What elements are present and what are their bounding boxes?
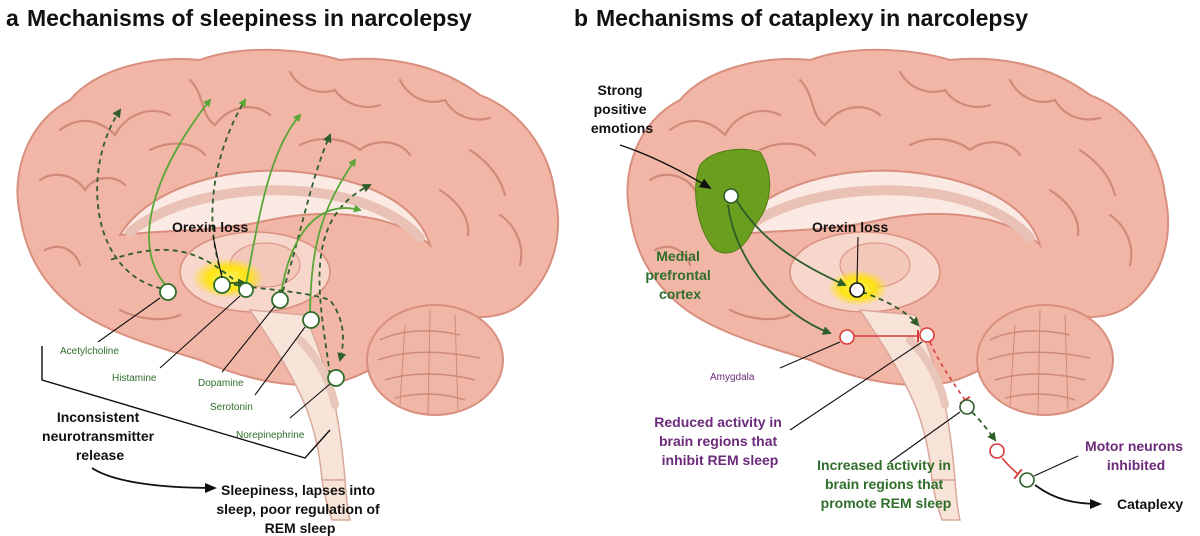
increased-activity-label: Increased activity in brain regions that… — [817, 457, 955, 511]
mpfc-label: Medial prefrontal cortex — [645, 248, 714, 302]
acetylcholine-label: Acetylcholine — [60, 346, 119, 357]
panel-b: b Mechanisms of cataplexy in narcolepsy — [574, 5, 1187, 520]
norepinephrine-nucleus — [327, 369, 345, 387]
release-arrow — [91, 467, 217, 493]
leader-lines-b — [779, 236, 1079, 477]
orexin-loss-label-b: Orexin loss — [812, 219, 888, 235]
orexin-nucleus-a — [213, 276, 231, 294]
circuit-arrows-b — [619, 144, 1102, 509]
nuclei-b — [723, 188, 1035, 488]
mpfc-node — [723, 188, 739, 204]
bracket-a — [41, 346, 331, 459]
emotion-label: Strong positive emotions — [591, 82, 653, 136]
outcome-label: Sleepiness, lapses into sleep, poor regu… — [216, 482, 383, 536]
projection-arrows-a — [96, 98, 372, 376]
serotonin-nucleus — [302, 311, 320, 329]
norepinephrine-label: Norepinephrine — [236, 430, 305, 441]
red-node-lower — [989, 443, 1005, 459]
nuclei-a — [159, 276, 345, 387]
amygdala-node — [839, 329, 855, 345]
release-label: Inconsistent neurotransmitter release — [42, 409, 158, 463]
panel-b-title: Mechanisms of cataplexy in narcolepsy — [596, 5, 1028, 31]
histamine-label: Histamine — [112, 373, 157, 384]
motor-neuron-node — [1019, 472, 1035, 488]
rem-inhibit-node — [919, 327, 935, 343]
reduced-activity-label: Reduced activity in brain regions that i… — [654, 414, 785, 468]
panel-a-letter: a — [6, 5, 19, 31]
panel-b-letter: b — [574, 5, 588, 31]
rem-promote-node — [959, 399, 975, 415]
histamine-nucleus — [238, 282, 254, 298]
dopamine-label: Dopamine — [198, 378, 244, 389]
dopamine-nucleus — [271, 291, 289, 309]
orexin-nucleus-b — [849, 282, 865, 298]
panel-a: a Mechanisms of sleepiness in narcolepsy — [6, 5, 558, 536]
cataplexy-label: Cataplexy — [1117, 496, 1183, 512]
leader-lines-a — [97, 235, 331, 419]
orexin-loss-label-a: Orexin loss — [172, 219, 248, 235]
serotonin-label: Serotonin — [210, 402, 253, 413]
amygdala-label: Amygdala — [710, 372, 755, 383]
motor-neurons-label: Motor neurons inhibited — [1085, 438, 1187, 473]
panel-a-title: Mechanisms of sleepiness in narcolepsy — [27, 5, 472, 31]
acetylcholine-nucleus — [159, 283, 177, 301]
